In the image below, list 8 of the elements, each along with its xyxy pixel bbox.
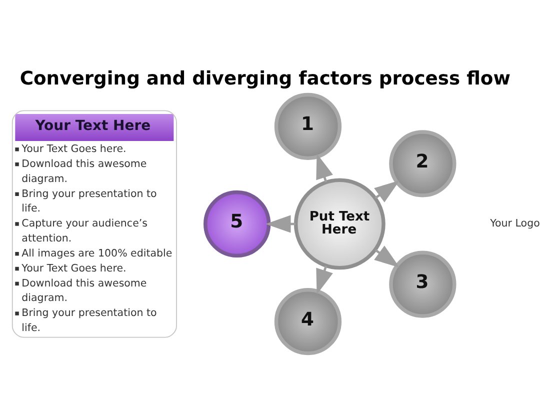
- node-circle: 4: [274, 288, 342, 356]
- node-circle: 1: [274, 92, 342, 160]
- label: Your Logo: [490, 218, 540, 230]
- diagram-title: Converging and diverging factors process flow: [20, 68, 510, 90]
- node-circle: 3: [389, 250, 456, 318]
- node-circle: 2: [389, 130, 456, 198]
- node-circle: Put Text Here: [294, 178, 386, 270]
- node-circle: 5: [204, 190, 271, 258]
